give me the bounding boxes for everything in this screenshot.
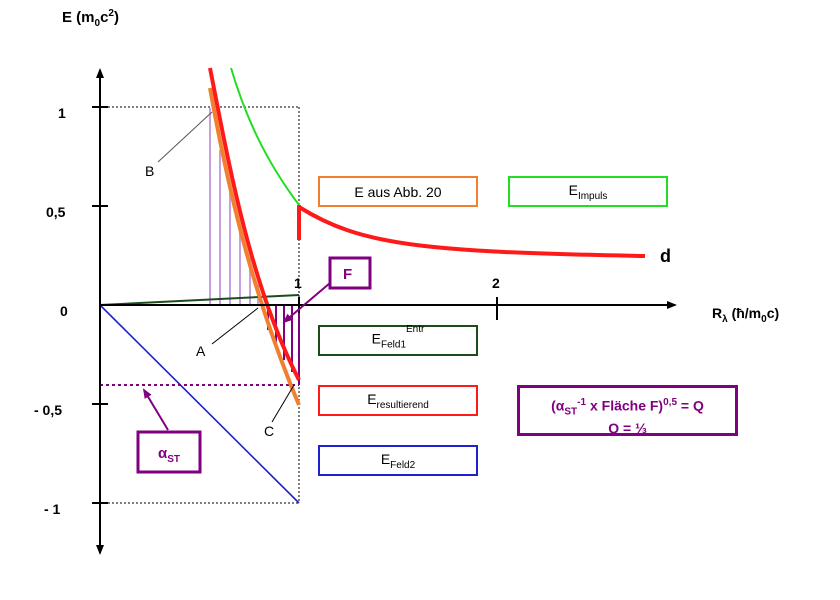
x-tick-label: 1 [294,275,302,291]
alpha-st-arrow [142,388,169,431]
legend-e-impuls: EImpuls [508,176,668,207]
e-feld2-line [99,304,300,504]
formula-line-1: (αST-1 x Fläche F)0,5 = Q [551,397,704,418]
alpha-st-box [136,430,202,474]
legend-e-feld2: EFeld2 [318,445,478,476]
f-label: F [343,266,352,283]
formula-line-2: Q = ⅓ [608,420,647,437]
legend-e-result-text: Eresultierend [367,390,429,411]
leader-a [211,307,259,345]
legend-e-impuls-text: EImpuls [568,181,608,202]
y-ticks [92,106,108,504]
point-label-c: C [264,423,274,439]
legend-e-abb20: E aus Abb. 20 [318,176,478,207]
legend-e-feld1-text: EFeld1Entr [371,324,425,351]
x-ticks [298,297,498,320]
y-tick-label: 0 [60,303,68,319]
y-tick-label: 0,5 [46,204,66,220]
leader-c [271,384,295,423]
legend-e-feld2-text: EFeld2 [380,450,416,471]
legend-e-feld1: EFeld1Entr [318,324,478,356]
e-abb20-curve [208,87,301,406]
y-tick-label: - 1 [44,501,61,517]
point-label-a: A [196,343,206,359]
e-impuls-curve [230,67,300,206]
legend-e-abb20-text: E aus Abb. 20 [354,183,442,200]
x-axis-label: Rλ (ħ/m0c) [712,305,779,325]
point-label-b: B [145,163,154,179]
curve-label-d: d [660,246,671,266]
y-tick-label: - 0,5 [34,402,62,418]
f-label-box [328,256,372,290]
y-axis-label: E (m0c2) [62,8,119,29]
e-feld1-line [99,294,300,306]
f-arrow [282,282,331,324]
alpha-st-label: αST [158,445,180,465]
e-result-tail-curve [297,205,646,258]
x-tick-label: 2 [492,275,500,291]
e-result-curve [208,67,301,381]
leader-b [157,111,213,163]
y-tick-label: 1 [58,105,66,121]
formula-box: (αST-1 x Fläche F)0,5 = Q Q = ⅓ [517,385,738,436]
legend-e-result: Eresultierend [318,385,478,416]
